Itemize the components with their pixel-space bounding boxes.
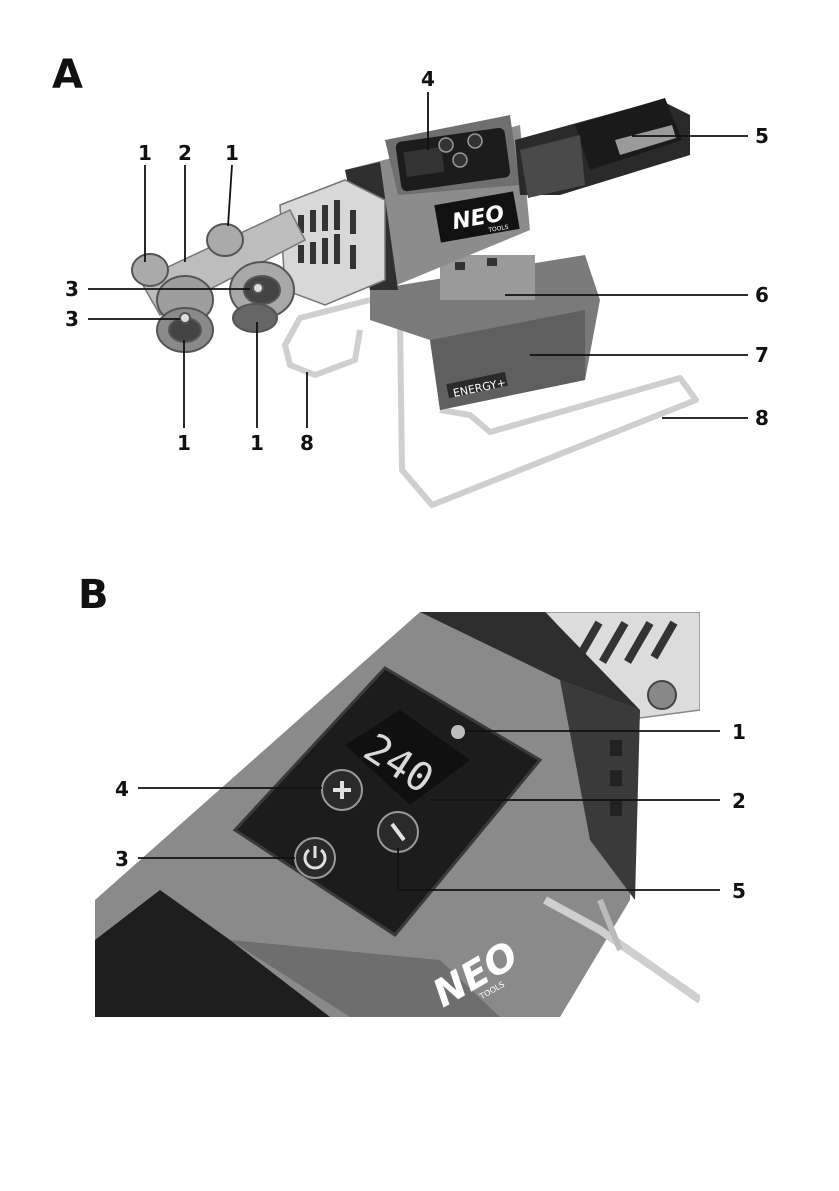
handle-grip [515,98,690,198]
callout-b-2: 2 [732,789,746,813]
callout-a-4: 4 [421,67,435,91]
callout-a-1c: 1 [177,431,191,455]
power-button[interactable] [295,838,335,878]
callout-a-1d: 1 [250,431,264,455]
callout-a-3a: 3 [65,277,79,301]
callout-a-8b: 8 [300,431,314,455]
indicator-led [451,725,465,739]
minus-button[interactable] [378,812,418,852]
callout-b-3: 3 [115,847,129,871]
figure-a-illustration: ENERGY+ NEO TOOLS [0,0,839,540]
callout-a-1a: 1 [138,141,152,165]
callout-b-5: 5 [732,879,746,903]
callout-a-7: 7 [755,343,769,367]
callout-a-6: 6 [755,283,769,307]
callout-a-3b: 3 [65,307,79,331]
plus-button[interactable] [322,770,362,810]
figure-b-illustration: 240 NEO TOOLS 1 2 [0,600,839,1030]
callout-a-5: 5 [755,124,769,148]
callout-a-8a: 8 [755,406,769,430]
callout-a-1b: 1 [225,141,239,165]
callout-b-1: 1 [732,720,746,744]
callout-b-4: 4 [115,777,129,801]
callout-a-2: 2 [178,141,192,165]
